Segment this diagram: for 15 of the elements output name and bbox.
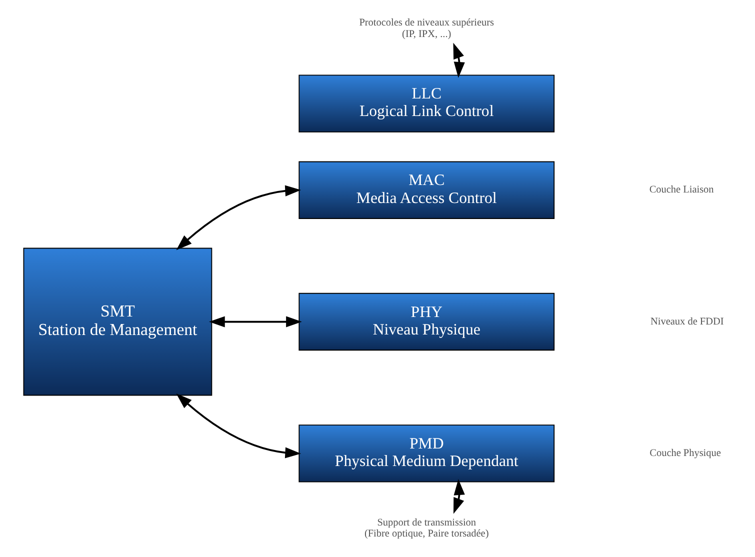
node-text: Protocoles de niveaux supérieurs (IP, IPX, ...) xyxy=(358,18,494,40)
arrow xyxy=(176,393,301,458)
node-box: PMD Physical Medium Dependant xyxy=(298,424,554,482)
label: Niveaux de FDDI xyxy=(650,316,724,328)
node-box: MAC Media Access Control xyxy=(298,161,554,219)
node-text: Support de transmission (Fibre optique, Paire torsadée) xyxy=(364,517,488,540)
arrow xyxy=(208,316,302,328)
node-box: SMT Station de Management xyxy=(22,248,212,396)
node-box: PHY Niveau Physique xyxy=(298,292,554,351)
label: Couche Liaison xyxy=(648,184,714,196)
node-box: LLC Logical Link Control xyxy=(298,74,554,132)
label: Couche Physique xyxy=(649,448,720,460)
arrow xyxy=(452,42,464,78)
arrow xyxy=(176,185,301,250)
arrow xyxy=(452,479,464,514)
